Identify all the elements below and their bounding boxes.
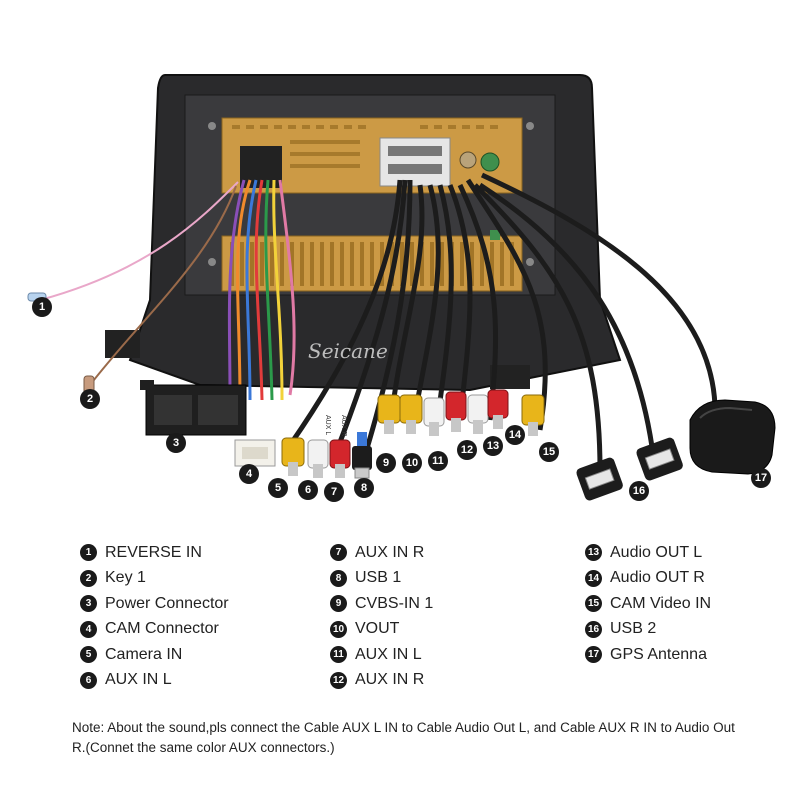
legend-label: USB 2 <box>610 620 657 638</box>
wire-harness <box>39 179 296 401</box>
legend-label: Camera IN <box>105 645 183 663</box>
heatsink-lower <box>221 230 523 292</box>
legend-label: VOUT <box>355 620 400 638</box>
legend-item-16: 16 USB 2 <box>585 617 711 643</box>
connector-legend: 1 REVERSE IN 2 Key 1 3 Power Connector 4 CAM… <box>80 540 760 700</box>
rca-aux-in-l-2 <box>423 397 445 436</box>
callout-16: 16 <box>629 481 649 501</box>
legend-label: AUX IN R <box>355 543 425 561</box>
legend-item-3: 3 Power Connector <box>80 591 229 617</box>
legend-label: USB 1 <box>355 569 402 587</box>
callout-9: 9 <box>376 453 396 473</box>
legend-number: 2 <box>80 569 97 587</box>
legend-item-8: 8 USB 1 <box>330 566 433 592</box>
legend-number: 16 <box>585 620 602 638</box>
legend-label: CVBS-IN 1 <box>355 594 434 612</box>
legend-number: 10 <box>330 620 347 638</box>
legend-label: REVERSE IN <box>105 543 202 561</box>
legend-item-4: 4 CAM Connector <box>80 617 229 643</box>
callout-3: 3 <box>166 433 186 453</box>
callout-6: 6 <box>298 480 318 500</box>
legend-column-1: 1 REVERSE IN 2 Key 1 3 Power Connector 4 CAM… <box>80 540 229 693</box>
legend-number: 11 <box>330 646 347 664</box>
legend-item-11: 11 AUX IN L <box>330 642 433 668</box>
legend-number: 1 <box>80 544 97 562</box>
legend-item-12: 12 AUX IN R <box>330 668 433 694</box>
legend-item-1: 1 REVERSE IN <box>80 540 229 566</box>
legend-number: 7 <box>330 544 347 562</box>
aux-l-cable-tag: AUX L <box>324 415 331 435</box>
aux-r-cable-tag: AUX R <box>340 415 347 436</box>
legend-item-2: 2 Key 1 <box>80 566 229 592</box>
rca-cvbs-in-1 <box>377 394 401 434</box>
legend-item-10: 10 VOUT <box>330 617 433 643</box>
legend-number: 4 <box>80 620 97 638</box>
watermark: Seicane <box>308 339 388 363</box>
legend-number: 17 <box>585 646 602 664</box>
rca-audio-out-l <box>467 394 489 434</box>
legend-number: 13 <box>585 544 602 562</box>
legend-item-7: 7 AUX IN R <box>330 540 433 566</box>
callout-1: 1 <box>32 297 52 317</box>
legend-number: 6 <box>80 671 97 689</box>
rca-aux-in-r: AUX R <box>329 415 351 478</box>
wiring-illustration: Seicane AUX L <box>27 74 776 501</box>
rca-audio-out-r <box>487 389 509 429</box>
legend-label: AUX IN L <box>355 645 422 663</box>
legend-label: Audio OUT L <box>610 543 703 561</box>
callout-12: 12 <box>457 440 477 460</box>
legend-item-14: 14 Audio OUT R <box>585 566 711 592</box>
callout-15: 15 <box>539 442 559 462</box>
legend-number: 14 <box>585 569 602 587</box>
legend-label: Audio OUT R <box>610 569 705 587</box>
legend-column-3: 13 Audio OUT L 14 Audio OUT R 15 CAM Video … <box>585 540 711 668</box>
legend-label: GPS Antenna <box>610 645 707 663</box>
callout-13: 13 <box>483 436 503 456</box>
usb2-sockets <box>576 437 683 501</box>
legend-number: 5 <box>80 646 97 664</box>
callout-4: 4 <box>239 464 259 484</box>
legend-item-17: 17 GPS Antenna <box>585 642 711 668</box>
legend-item-9: 9 CVBS-IN 1 <box>330 591 433 617</box>
legend-number: 12 <box>330 671 347 689</box>
callout-17: 17 <box>751 468 771 488</box>
callout-7: 7 <box>324 482 344 502</box>
rca-aux-in-r-2 <box>445 391 467 432</box>
legend-label: AUX IN R <box>355 671 425 689</box>
legend-number: 3 <box>80 595 97 613</box>
legend-label: CAM Connector <box>105 620 219 638</box>
rca-cam-video-in <box>521 394 545 436</box>
callout-8: 8 <box>354 478 374 498</box>
callout-10: 10 <box>402 453 422 473</box>
product-photo: Seicane AUX L <box>27 74 776 502</box>
callout-2: 2 <box>80 389 100 409</box>
gps-antenna <box>689 399 776 475</box>
legend-item-15: 15 CAM Video IN <box>585 591 711 617</box>
legend-item-6: 6 AUX IN L <box>80 668 229 694</box>
signal-cables <box>287 172 718 471</box>
legend-label: Power Connector <box>105 594 229 612</box>
installation-note: Note: About the sound,pls connect the Ca… <box>72 720 735 755</box>
legend-item-5: 5 Camera IN <box>80 642 229 668</box>
main-board-upper <box>221 117 523 194</box>
rca-camera-in <box>281 437 305 476</box>
power-connector <box>140 380 247 436</box>
rca-aux-in-l: AUX L <box>307 415 331 478</box>
legend-label: AUX IN L <box>105 671 172 689</box>
legend-number: 8 <box>330 569 347 587</box>
legend-label: CAM Video IN <box>610 594 712 612</box>
cam-connector <box>234 439 276 467</box>
legend-item-13: 13 Audio OUT L <box>585 540 711 566</box>
legend-number: 9 <box>330 595 347 613</box>
legend-label: Key 1 <box>105 569 146 587</box>
callout-14: 14 <box>505 425 525 445</box>
legend-number: 15 <box>585 595 602 613</box>
callout-11: 11 <box>428 451 448 471</box>
callout-5: 5 <box>268 478 288 498</box>
rca-vout <box>399 394 423 434</box>
